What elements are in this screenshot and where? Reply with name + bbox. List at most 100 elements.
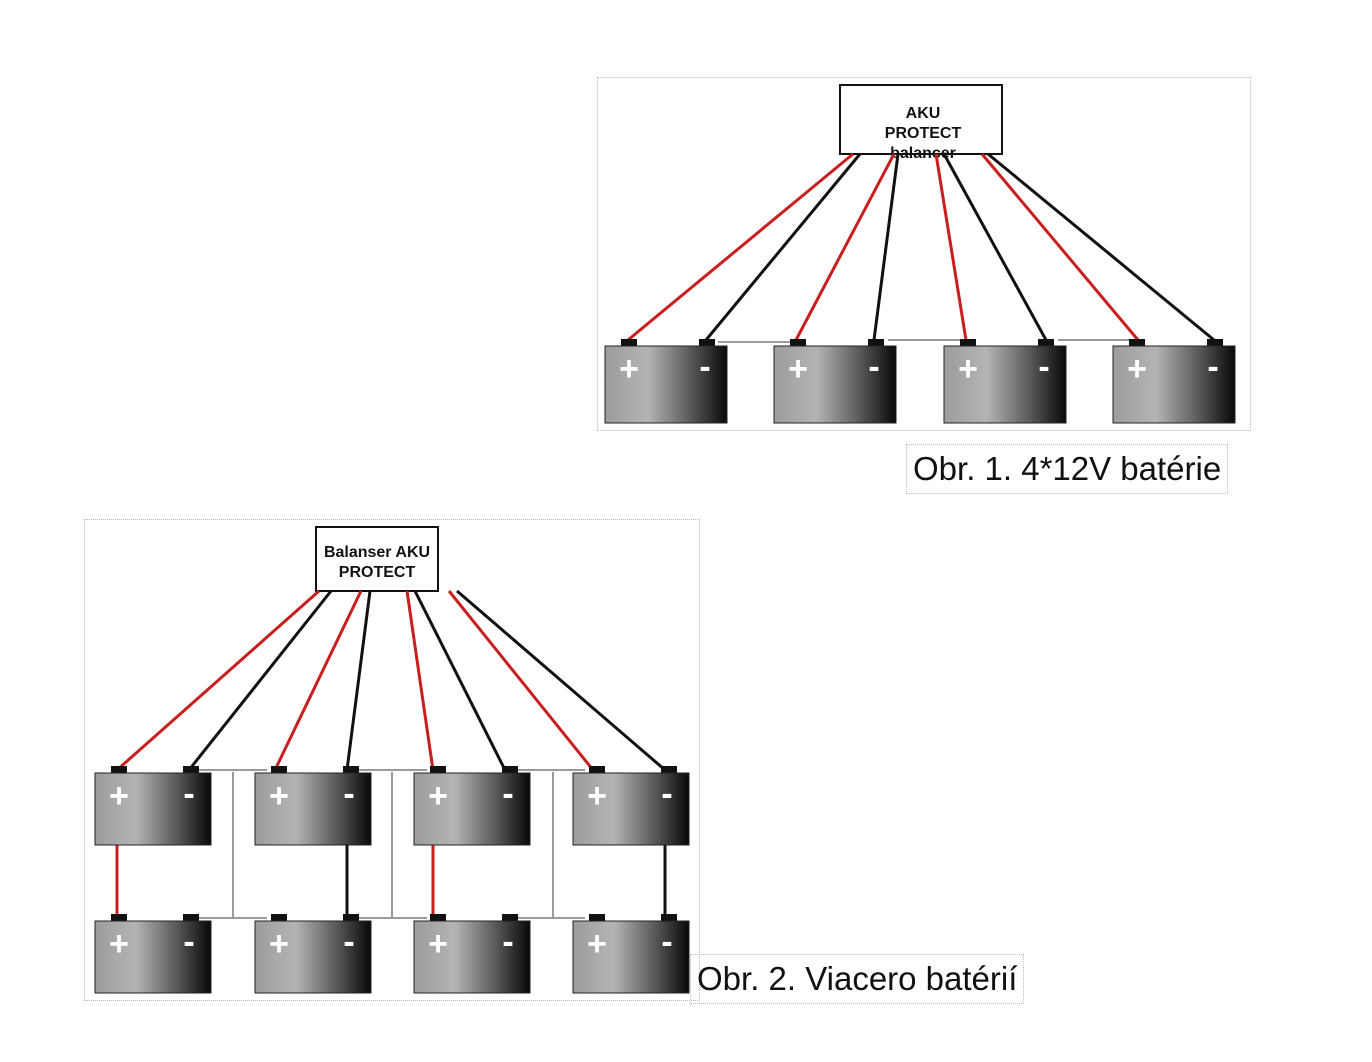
fig2-battery-bottom-2: +- <box>254 914 372 994</box>
fig2-battery-bottom-4-minus-post <box>661 914 677 922</box>
fig1-battery-2: +- <box>773 339 897 424</box>
fig2-battery-bottom-1-plus-post <box>111 914 127 922</box>
fig2-battery-top-4-body <box>572 772 690 846</box>
fig1-wire-7 <box>980 153 1140 341</box>
fig2-battery-bottom-2-body <box>254 920 372 994</box>
fig1-battery-4-body <box>1112 345 1236 424</box>
fig2-battery-top-2-minus-label: - <box>343 775 354 813</box>
fig2-balancer-label-line-1: Balanser AKU <box>324 544 430 561</box>
fig2-battery-bottom-3-plus-post <box>430 914 446 922</box>
fig2-battery-top-1-body <box>94 772 212 846</box>
fig2-battery-bottom-3-plus-label: + <box>428 925 448 963</box>
fig2-battery-bottom-2-plus-post <box>271 914 287 922</box>
fig2-battery-top-4-plus-label: + <box>587 777 607 815</box>
fig1-battery-4: +- <box>1112 339 1236 424</box>
fig1-battery-1-plus-post <box>621 339 637 347</box>
fig1-battery-2-plus-label: + <box>788 350 808 388</box>
fig2-battery-top-3-plus-label: + <box>428 777 448 815</box>
fig2-battery-bottom-2-minus-label: - <box>343 923 354 961</box>
fig1-wire-4 <box>872 153 900 341</box>
fig2-wire-3 <box>273 590 363 771</box>
fig2-battery-top-1: +- <box>94 766 212 846</box>
fig2-battery-top-2-minus-post <box>343 766 359 774</box>
fig2-battery-top-4-minus-post <box>661 766 677 774</box>
fig2-wire-4 <box>345 590 372 771</box>
fig2-battery-bottom-1-minus-post <box>183 914 199 922</box>
fig2-battery-top-4-minus-label: - <box>661 775 672 813</box>
fig1-battery-3-plus-label: + <box>958 350 978 388</box>
fig2-battery-top-3-minus-post <box>502 766 518 774</box>
fig2-battery-bottom-3: +- <box>413 914 531 994</box>
fig1-battery-2-plus-post <box>790 339 806 347</box>
fig2-battery-bottom-3-minus-label: - <box>502 923 513 961</box>
fig2-wire-7 <box>447 590 595 771</box>
fig1-wire-8 <box>987 152 1215 342</box>
fig1-battery-1-plus-label: + <box>619 350 639 388</box>
fig1-wire-6 <box>942 153 1048 341</box>
fig1-battery-1-minus-label: - <box>699 348 710 386</box>
figure1-caption: Obr. 1. 4*12V batérie <box>906 444 1229 494</box>
fig1-wire-2 <box>704 153 862 341</box>
fig2-battery-bottom-4-body <box>572 920 690 994</box>
fig1-battery-3-minus-post <box>1038 339 1054 347</box>
fig2-wire-1 <box>116 589 320 772</box>
fig1-wire-3 <box>794 153 896 341</box>
fig2-wire-2 <box>187 590 333 771</box>
fig2-battery-bottom-3-body <box>413 920 531 994</box>
fig1-battery-3: +- <box>943 339 1067 424</box>
fig2-balancer-label-line-2: PROTECT <box>339 564 416 581</box>
fig2-battery-top-2: +- <box>254 766 372 846</box>
fig2-battery-bottom-2-plus-label: + <box>269 925 289 963</box>
fig2-battery-bottom-4-minus-label: - <box>661 923 672 961</box>
fig2-battery-bottom-4-plus-label: + <box>587 925 607 963</box>
fig2-battery-bottom-1-minus-label: - <box>183 923 194 961</box>
fig2-battery-top-2-body <box>254 772 372 846</box>
fig2-wire-5 <box>405 590 435 771</box>
fig1-wire-1 <box>627 152 854 342</box>
fig2-balancer-box <box>315 526 439 592</box>
fig1-battery-4-plus-post <box>1129 339 1145 347</box>
fig1-battery-1: +- <box>604 339 728 424</box>
fig2-battery-bottom-1: +- <box>94 914 212 994</box>
fig2-battery-top-2-plus-label: + <box>269 777 289 815</box>
fig1-battery-2-minus-post <box>868 339 884 347</box>
fig2-wire-8 <box>456 589 666 772</box>
fig2-battery-top-1-plus-post <box>111 766 127 774</box>
figure2-caption: Obr. 2. Viacero batérií <box>690 954 1025 1004</box>
fig2-battery-top-1-minus-label: - <box>183 775 194 813</box>
fig2-battery-top-4-plus-post <box>589 766 605 774</box>
fig2-battery-top-3-plus-post <box>430 766 446 774</box>
fig2-battery-top-3-body <box>413 772 531 846</box>
fig2-battery-bottom-4-plus-post <box>589 914 605 922</box>
fig1-battery-2-minus-label: - <box>868 348 879 386</box>
fig2-battery-top-1-minus-post <box>183 766 199 774</box>
fig2-battery-bottom-4: +- <box>572 914 690 994</box>
fig1-battery-3-body <box>943 345 1067 424</box>
fig1-battery-1-body <box>604 345 728 424</box>
fig2-battery-top-3: +- <box>413 766 531 846</box>
fig2-battery-top-3-minus-label: - <box>502 775 513 813</box>
fig2-wire-6 <box>413 590 507 771</box>
fig2-battery-top-4: +- <box>572 766 690 846</box>
fig2-battery-bottom-2-minus-post <box>343 914 359 922</box>
fig1-battery-4-plus-label: + <box>1127 350 1147 388</box>
fig2-battery-top-1-plus-label: + <box>109 777 129 815</box>
fig1-battery-2-body <box>773 345 897 424</box>
fig1-wire-5 <box>934 153 968 341</box>
fig1-battery-4-minus-label: - <box>1207 348 1218 386</box>
fig1-battery-4-minus-post <box>1207 339 1223 347</box>
fig2-battery-bottom-3-minus-post <box>502 914 518 922</box>
fig1-balancer-label-line-1: AKU <box>906 105 941 122</box>
fig1-battery-1-minus-post <box>699 339 715 347</box>
fig1-balancer-label-line-3: balancer <box>890 145 956 162</box>
fig1-balancer-label-line-2: PROTECT <box>885 125 962 142</box>
fig2-battery-top-2-plus-post <box>271 766 287 774</box>
fig1-battery-3-minus-label: - <box>1038 348 1049 386</box>
fig1-balancer-box <box>839 84 1003 155</box>
fig2-battery-bottom-1-body <box>94 920 212 994</box>
fig1-battery-3-plus-post <box>960 339 976 347</box>
fig2-battery-bottom-1-plus-label: + <box>109 925 129 963</box>
